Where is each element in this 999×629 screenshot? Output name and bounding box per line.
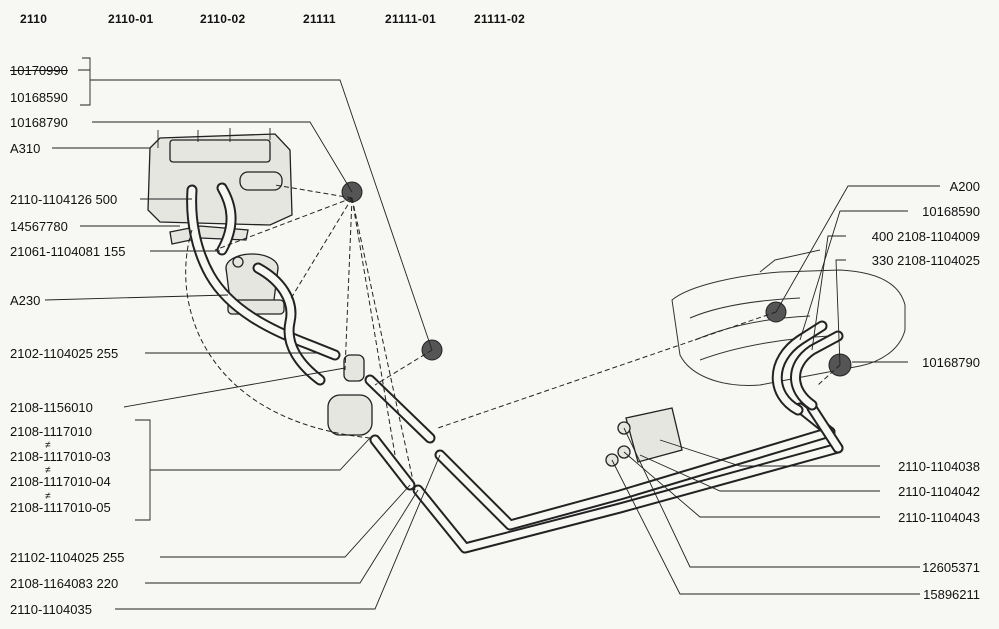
fuel-hose	[186, 182, 436, 491]
part-number: 2108-1117010	[10, 424, 92, 439]
part-number: 12605371	[922, 560, 980, 575]
part-number: 10168590	[10, 90, 68, 105]
part-number: 2108-1117010-05	[10, 500, 111, 515]
part-number: A310	[10, 141, 41, 156]
part-number: 2110-1104038	[898, 459, 980, 474]
part-number: 14567780	[10, 219, 68, 234]
hose-clamp	[341, 181, 852, 377]
part-number: 2108-1117010-04	[10, 474, 111, 489]
model-code: 2110-02	[200, 12, 246, 26]
part-number: 2102-1104025 255	[10, 346, 119, 361]
variant-mark: ≠	[45, 491, 51, 502]
part-number: 10170990	[10, 63, 68, 78]
part-number: 330 2108-1104025	[871, 253, 980, 268]
part-number: 2110-1104126 500	[10, 192, 118, 207]
carburettor	[147, 128, 293, 245]
variant-mark: ≠	[45, 440, 51, 451]
part-number: 10168790	[922, 355, 980, 370]
model-code: 2110	[20, 12, 48, 26]
part-number: A200	[949, 179, 980, 194]
fuel-filter	[327, 354, 373, 436]
model-code: 21111-02	[474, 12, 526, 26]
part-number: 2108-1117010-03	[10, 449, 111, 464]
fuel-line	[412, 320, 844, 554]
part-number: 21102-1104025 255	[10, 550, 125, 565]
model-code: 2110-01	[108, 12, 154, 26]
part-number: 2108-1156010	[10, 400, 93, 415]
part-number: 10168790	[10, 115, 68, 130]
part-number: 400 2108-1104009	[871, 229, 980, 244]
part-number: 10168590	[922, 204, 980, 219]
variant-mark: ≠	[45, 465, 51, 476]
model-code: 21111	[303, 12, 336, 26]
part-number: 21061-1104081 155	[10, 244, 126, 259]
part-number: 2110-1104043	[898, 510, 980, 525]
leader-line	[611, 185, 940, 595]
assembly-line	[185, 184, 841, 491]
part-number: A230	[10, 293, 41, 308]
leader-line	[44, 57, 441, 610]
part-number: 15896211	[923, 587, 980, 602]
part-number: 2110-1104035	[10, 602, 92, 617]
fuel-tank	[671, 249, 906, 386]
bracket	[605, 407, 683, 467]
part-number: 2110-1104042	[898, 484, 980, 499]
model-code: 21111-01	[385, 12, 437, 26]
part-number: 2108-1164083 220	[10, 576, 119, 591]
